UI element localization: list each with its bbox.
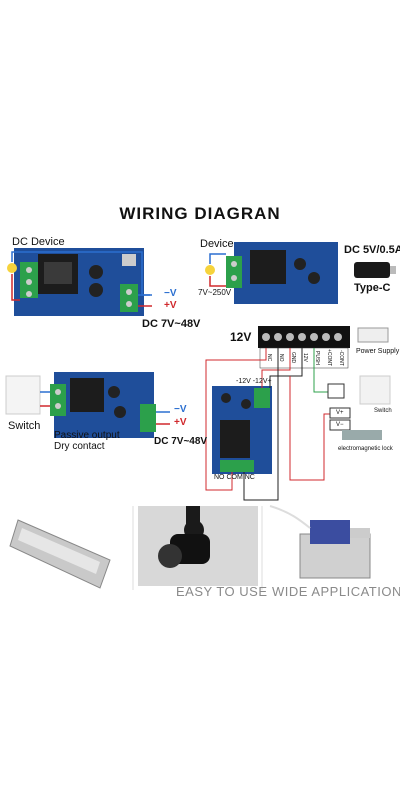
terminal-label: GND	[290, 351, 296, 364]
minus-v-label-c: −V	[174, 404, 187, 415]
terminal-label: +CONT	[326, 349, 332, 367]
voltage-label-a: DC 7V~48V	[142, 318, 201, 330]
usb-c-cable	[354, 262, 390, 278]
relay-board-b	[226, 242, 338, 304]
terminal-label: NC	[266, 353, 272, 362]
maglock-photo	[9, 519, 111, 589]
relay-board-c	[50, 372, 156, 438]
power-supply-label: Power Supply	[356, 348, 400, 355]
usb-type-label: Type-C	[354, 282, 391, 294]
device-label-b: Device	[200, 238, 234, 250]
plus-v-label-c: +V	[174, 417, 187, 428]
spotlight-photo	[138, 506, 258, 586]
relay-terminals-label: NO COM NC	[214, 474, 255, 481]
switch-icon	[327, 383, 345, 399]
terminal-strip	[258, 326, 350, 369]
wall-switch-photo	[359, 375, 391, 405]
switch-label-c: Switch	[8, 420, 41, 432]
terminal-label: NO	[278, 353, 284, 362]
terminal-label: PUSH	[314, 350, 320, 365]
solenoid-photo	[269, 505, 371, 579]
ac-voltage-label: 7V~250V	[198, 288, 232, 297]
power-supply-module	[357, 327, 389, 343]
rail-label: -12V -12V+	[236, 378, 272, 385]
usb-spec-label: DC 5V/0.5A	[344, 244, 400, 256]
dc-device-label: DC Device	[12, 236, 65, 248]
switch-label-d: Switch	[374, 408, 392, 414]
supply-12v-label: 12V	[230, 330, 252, 344]
terminal-label: -CONT	[338, 349, 344, 366]
passive-output-label: Passive output	[54, 430, 120, 441]
relay-board-d	[212, 386, 272, 474]
minus-v-label: −V	[164, 288, 177, 299]
caption-easy-to-use: EASY TO USE	[176, 584, 268, 599]
lock-label: electromagnetic lock	[338, 446, 393, 452]
dry-contact-label: Dry contact	[54, 441, 105, 452]
voltage-label-c: DC 7V~48V	[154, 436, 208, 447]
terminal-label: 12V	[302, 353, 308, 362]
electromagnetic-lock-icon	[342, 430, 382, 440]
bulb-icon	[7, 263, 17, 273]
relay-board-a	[14, 248, 144, 316]
wall-switch	[5, 375, 41, 415]
vminus-label: V−	[336, 422, 344, 428]
page-title: WIRING DIAGRAN	[119, 204, 281, 223]
caption-wide-application: WIDE APPLICATION	[272, 584, 400, 599]
vplus-label: V+	[336, 410, 344, 416]
plus-v-label: +V	[164, 300, 177, 311]
bulb-icon	[205, 265, 215, 275]
terminal-labels: NC NO GND 12V PUSH +CONT -CONT	[260, 349, 348, 366]
